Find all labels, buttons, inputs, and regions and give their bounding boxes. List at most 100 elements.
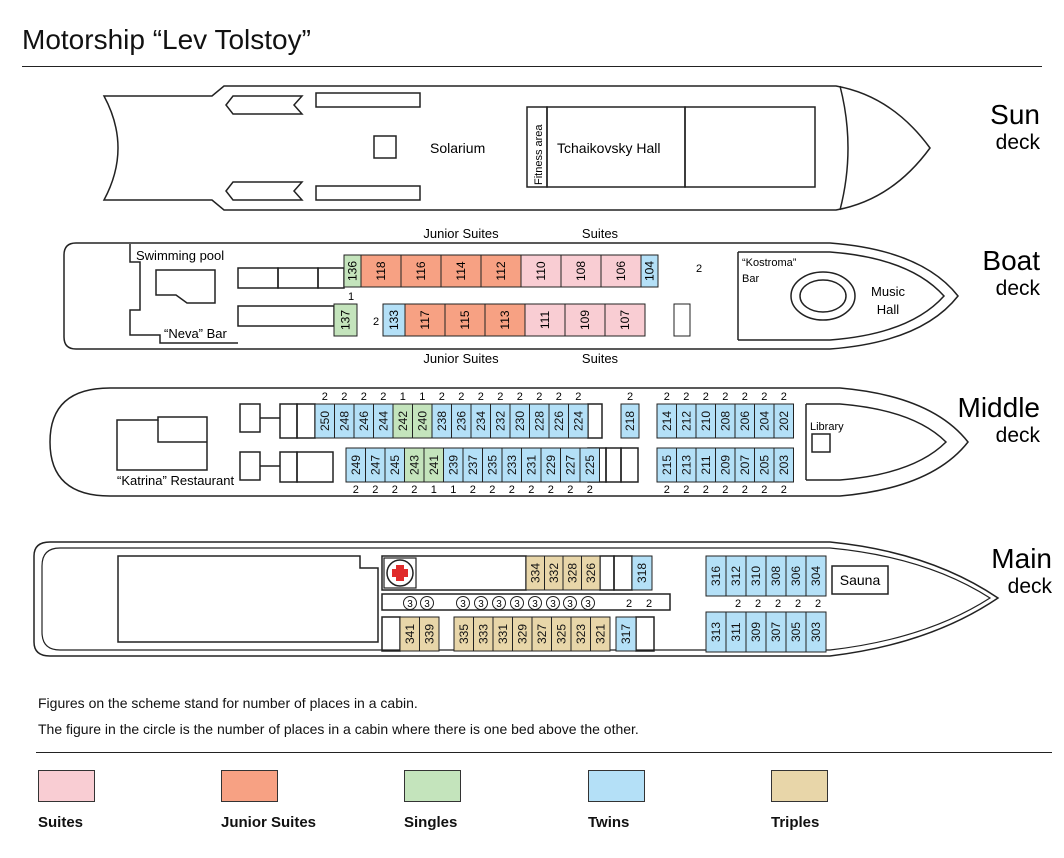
- cabin-311[interactable]: 311: [725, 611, 747, 653]
- cabin-207[interactable]: 207: [734, 447, 755, 483]
- cabin-333[interactable]: 333: [473, 616, 494, 652]
- legend-swatch-twins: [588, 770, 645, 802]
- cabin-313[interactable]: 313: [705, 611, 727, 653]
- cabin-227[interactable]: 227: [560, 447, 581, 483]
- mid-places-top-a-11: 2: [536, 391, 542, 403]
- cabin-237[interactable]: 237: [462, 447, 483, 483]
- cabin-332[interactable]: 332: [544, 555, 564, 591]
- cabin-306[interactable]: 306: [785, 555, 807, 597]
- cabin-341[interactable]: 341: [399, 616, 420, 652]
- cabin-234[interactable]: 234: [470, 403, 491, 439]
- cabin-335[interactable]: 335: [453, 616, 474, 652]
- cabin-309[interactable]: 309: [745, 611, 767, 653]
- cabin-225[interactable]: 225: [579, 447, 600, 483]
- cabin-239[interactable]: 239: [443, 447, 464, 483]
- cabin-204-number: 204: [757, 411, 771, 431]
- cabin-329[interactable]: 329: [512, 616, 533, 652]
- cabin-229[interactable]: 229: [540, 447, 561, 483]
- legend-label-twins: Twins: [588, 814, 630, 831]
- cabin-312[interactable]: 312: [725, 555, 747, 597]
- cabin-231[interactable]: 231: [521, 447, 542, 483]
- cabin-108[interactable]: 108: [560, 254, 602, 288]
- cabin-327[interactable]: 327: [531, 616, 552, 652]
- cabin-321[interactable]: 321: [590, 616, 611, 652]
- cabin-208[interactable]: 208: [715, 403, 736, 439]
- cabin-111[interactable]: 111: [524, 303, 566, 337]
- cabin-326[interactable]: 326: [581, 555, 601, 591]
- mid-places-top-a-7: 2: [458, 391, 464, 403]
- cabin-206[interactable]: 206: [734, 403, 755, 439]
- cabin-203[interactable]: 203: [773, 447, 794, 483]
- cabin-104[interactable]: 104: [640, 254, 659, 288]
- cabin-246[interactable]: 246: [353, 403, 374, 439]
- cabin-109[interactable]: 109: [564, 303, 606, 337]
- cabin-236[interactable]: 236: [451, 403, 472, 439]
- cabin-233[interactable]: 233: [501, 447, 522, 483]
- cabin-210[interactable]: 210: [695, 403, 716, 439]
- cabin-107[interactable]: 107: [604, 303, 646, 337]
- cabin-209[interactable]: 209: [715, 447, 736, 483]
- cabin-339[interactable]: 339: [419, 616, 440, 652]
- cabin-317[interactable]: 317: [615, 616, 637, 652]
- cabin-323[interactable]: 323: [570, 616, 591, 652]
- cabin-331[interactable]: 331: [492, 616, 513, 652]
- cabin-228[interactable]: 228: [529, 403, 550, 439]
- cabin-308[interactable]: 308: [765, 555, 787, 597]
- cabin-110[interactable]: 110: [520, 254, 562, 288]
- cabin-114[interactable]: 114: [440, 254, 482, 288]
- cabin-226[interactable]: 226: [548, 403, 569, 439]
- cabin-238[interactable]: 238: [431, 403, 452, 439]
- cabin-241[interactable]: 241: [423, 447, 444, 483]
- cabin-214[interactable]: 214: [656, 403, 677, 439]
- cabin-243[interactable]: 243: [404, 447, 425, 483]
- cabin-235[interactable]: 235: [482, 447, 503, 483]
- cabin-136[interactable]: 136: [343, 254, 362, 288]
- cabin-232[interactable]: 232: [490, 403, 511, 439]
- cabin-215[interactable]: 215: [656, 447, 677, 483]
- bunk-circle-number-3: 3: [478, 599, 484, 610]
- cabin-118[interactable]: 118: [360, 254, 402, 288]
- cabin-328[interactable]: 328: [562, 555, 582, 591]
- cabin-245[interactable]: 245: [384, 447, 405, 483]
- cabin-215-number: 215: [660, 455, 674, 475]
- cabin-305[interactable]: 305: [785, 611, 807, 653]
- solarium-label: Solarium: [430, 140, 485, 156]
- cabin-204[interactable]: 204: [754, 403, 775, 439]
- cabin-224[interactable]: 224: [568, 403, 589, 439]
- cabin-249[interactable]: 249: [345, 447, 366, 483]
- cabin-247[interactable]: 247: [365, 447, 386, 483]
- cabin-133[interactable]: 133: [382, 303, 406, 337]
- cabin-242[interactable]: 242: [392, 403, 413, 439]
- cabin-117[interactable]: 117: [404, 303, 446, 337]
- cabin-106[interactable]: 106: [600, 254, 642, 288]
- cabin-115[interactable]: 115: [444, 303, 486, 337]
- cabin-137[interactable]: 137: [333, 303, 358, 337]
- cabin-303[interactable]: 303: [805, 611, 827, 653]
- cabin-240[interactable]: 240: [412, 403, 433, 439]
- boat-deck-hull: [63, 242, 959, 350]
- cabin-116[interactable]: 116: [400, 254, 442, 288]
- mid-places-bottom-a-12: 2: [587, 484, 593, 496]
- cabin-218[interactable]: 218: [620, 403, 640, 439]
- cabin-211[interactable]: 211: [695, 447, 716, 483]
- cabin-112[interactable]: 112: [480, 254, 522, 288]
- cabin-213[interactable]: 213: [676, 447, 697, 483]
- mid-places-top-c-3: 2: [722, 391, 728, 403]
- cabin-304[interactable]: 304: [805, 555, 827, 597]
- cabin-250[interactable]: 250: [314, 403, 335, 439]
- cabin-212[interactable]: 212: [676, 403, 697, 439]
- cabin-310[interactable]: 310: [745, 555, 767, 597]
- cabin-246-number: 246: [357, 411, 371, 431]
- cabin-230[interactable]: 230: [509, 403, 530, 439]
- cabin-318[interactable]: 318: [631, 555, 653, 591]
- cabin-334[interactable]: 334: [525, 555, 545, 591]
- cabin-202[interactable]: 202: [773, 403, 794, 439]
- cabin-244[interactable]: 244: [373, 403, 394, 439]
- cabin-325[interactable]: 325: [551, 616, 572, 652]
- cabin-113[interactable]: 113: [484, 303, 526, 337]
- cabin-316[interactable]: 316: [705, 555, 727, 597]
- boat-deck-word: deck: [996, 277, 1041, 300]
- cabin-205[interactable]: 205: [754, 447, 775, 483]
- cabin-307[interactable]: 307: [765, 611, 787, 653]
- cabin-248[interactable]: 248: [334, 403, 355, 439]
